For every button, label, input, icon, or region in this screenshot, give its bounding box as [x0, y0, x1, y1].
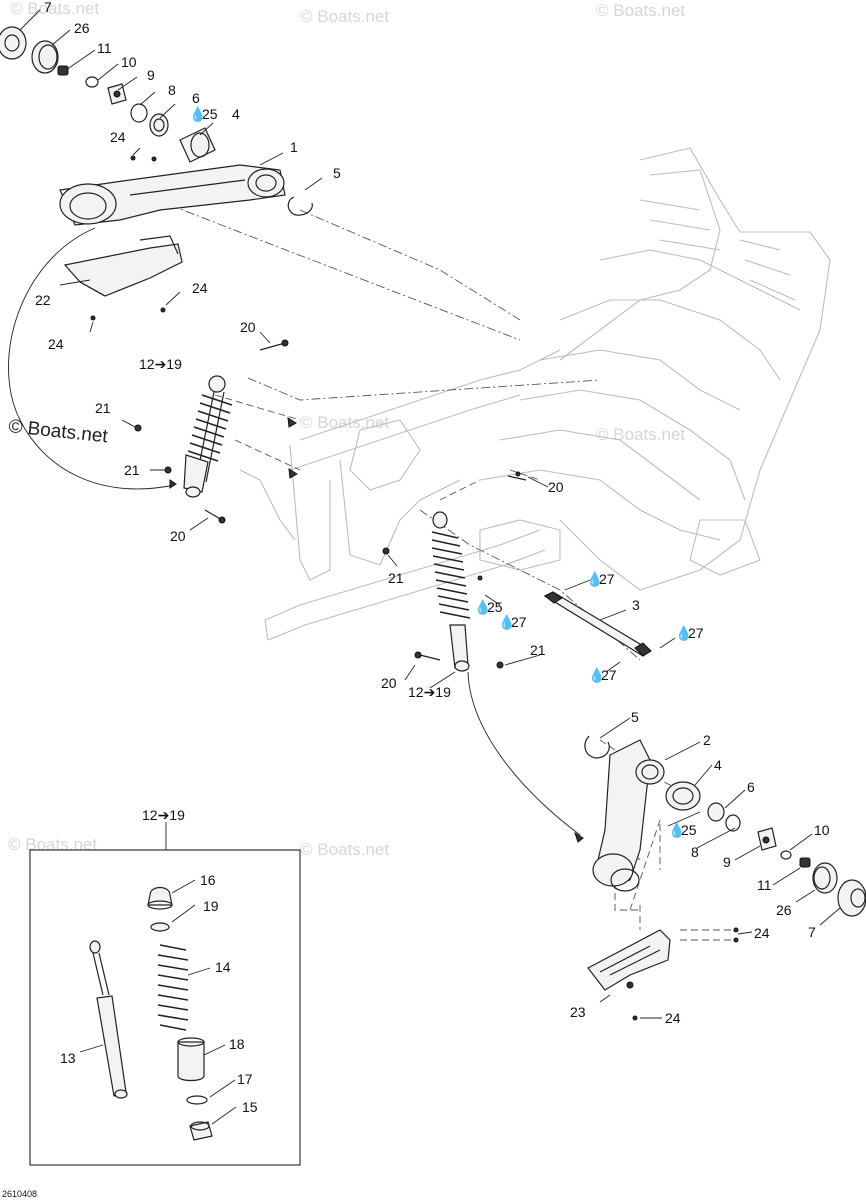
lower-skid-guard	[587, 927, 739, 1021]
callout-label: 11	[97, 40, 112, 56]
callout-label: 26	[776, 902, 792, 918]
callout-label: 25	[202, 106, 218, 122]
main-watermark: © Boats.net	[7, 416, 109, 447]
callout-label: 27	[688, 625, 704, 641]
callout-label: 21	[530, 642, 546, 658]
upper-shock-absorber	[134, 339, 289, 524]
callout-label: 5	[631, 709, 639, 725]
watermark: © Boats.net	[10, 0, 99, 18]
callout-label: 4	[232, 106, 240, 122]
callout-label: 14	[215, 959, 231, 975]
callout-label: 22	[35, 292, 51, 308]
atv-frame	[239, 147, 831, 641]
callout-label: 8	[691, 844, 699, 860]
callout-label: 21	[95, 400, 111, 416]
callout-label: 27	[601, 667, 617, 683]
callout-label: 6	[192, 90, 200, 106]
callout-label: 9	[723, 854, 731, 870]
callout-label: 24	[48, 336, 64, 352]
callout-label: 24	[110, 129, 126, 145]
callout-label: 2	[703, 732, 711, 748]
callout-label: 10	[121, 54, 137, 70]
shock-detail-box	[29, 822, 301, 1166]
callout-label: 21	[124, 462, 140, 478]
callout-label: 8	[168, 82, 176, 98]
callout-label: 15	[242, 1099, 258, 1115]
upper-hub-hardware	[0, 26, 216, 163]
callout-label: 7	[44, 0, 52, 15]
callout-label: 11	[757, 877, 772, 893]
watermark: © Boats.net	[596, 1, 685, 20]
watermark: © Boats.net	[596, 425, 685, 444]
lube-drop-icon: 💧	[498, 614, 515, 631]
callout-leaders	[19, 9, 841, 1125]
upper-swing-arm	[59, 155, 313, 226]
callout-label: 20	[381, 675, 397, 691]
callout-label: 26	[74, 20, 90, 36]
callout-label: 18	[229, 1036, 245, 1052]
callout-label: 13	[60, 1050, 76, 1066]
callout-label: 19	[203, 898, 219, 914]
callout-label: 5	[333, 165, 341, 181]
lube-drop-icon: 💧	[588, 667, 605, 684]
callout-label: 17	[237, 1071, 253, 1087]
callout-label: 12➔19	[139, 356, 182, 372]
upper-skid-guard	[63, 235, 183, 321]
callout-label: 20	[240, 319, 256, 335]
callout-label: 20	[548, 479, 564, 495]
watermark: © Boats.net	[300, 413, 389, 432]
callout-label: 12➔19	[142, 807, 185, 823]
callout-label: 25	[487, 599, 503, 615]
callout-label: 6	[747, 779, 755, 795]
callout-label: 16	[200, 872, 216, 888]
callout-label: 27	[511, 614, 527, 630]
callout-label: 27	[599, 571, 615, 587]
lube-drop-icon: 💧	[474, 599, 491, 616]
watermark: © Boats.net	[8, 835, 97, 854]
callout-label: 12➔19	[408, 684, 451, 700]
callout-label: 7	[808, 924, 816, 940]
callout-label: 24	[665, 1010, 681, 1026]
callout-label: 20	[170, 528, 186, 544]
watermark: © Boats.net	[300, 7, 389, 26]
callout-label: 23	[570, 1004, 586, 1020]
callout-label: 10	[814, 822, 830, 838]
lower-swing-arm	[584, 735, 866, 917]
document-code: 2610408	[2, 1189, 37, 1199]
lube-drop-icon: 💧	[189, 106, 206, 123]
callout-label: 1	[290, 139, 298, 155]
lube-drop-icon: 💧	[586, 571, 603, 588]
lower-shock-absorber	[382, 471, 527, 672]
lube-drop-icon: 💧	[675, 625, 692, 642]
callout-labels: 7 26 11 10 9 8 6 💧 25 4 1 5 24 22 24 24 …	[35, 0, 830, 1115]
lube-drop-icon: 💧	[668, 822, 685, 839]
callout-label: 24	[192, 280, 208, 296]
callout-label: 4	[714, 757, 722, 773]
callout-label: 24	[754, 925, 770, 941]
callout-label: 3	[632, 597, 640, 613]
callout-label: 21	[388, 570, 404, 586]
pivot-shaft	[543, 591, 652, 657]
watermark: © Boats.net	[300, 840, 389, 859]
callout-label: 25	[681, 822, 697, 838]
callout-label: 9	[147, 67, 155, 83]
